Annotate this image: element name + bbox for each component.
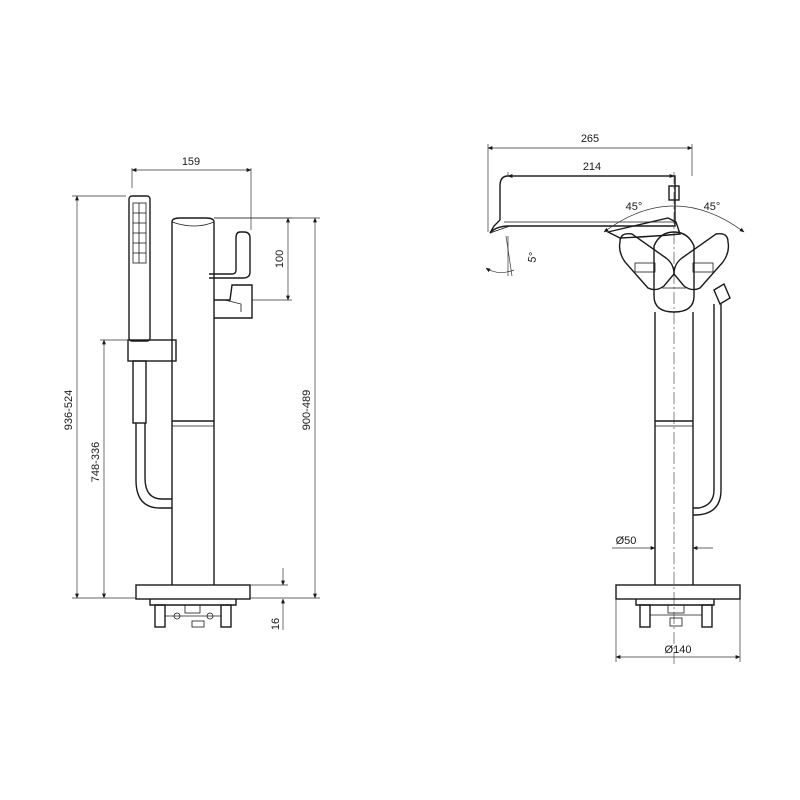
dim-pipe-diameter-label: Ø50	[616, 535, 637, 547]
base-plate	[135, 584, 251, 628]
dim-base-thickness-label: 16	[270, 618, 282, 630]
dim-angle-right-label: 45°	[704, 201, 721, 213]
front-base	[615, 584, 741, 628]
handle-assembly: 45° 45°	[603, 185, 745, 313]
dim-base-diameter-label: Ø140	[665, 644, 692, 656]
front-column	[654, 312, 694, 585]
dim-lever-height-label: 100	[274, 250, 286, 268]
front-hose	[693, 282, 731, 516]
dim-overall-height-label: 936-524	[63, 390, 75, 430]
dim-reach-spout-label: 214	[583, 161, 601, 173]
front-view: 45° 45° 5°	[485, 133, 745, 665]
side-dimensions: 159 100 936-524 748-336 900-489	[63, 156, 320, 630]
dim-angle-left-label: 45°	[626, 201, 643, 213]
front-dimensions: 265 214 Ø50 Ø140	[487, 133, 741, 662]
side-view: 159 100 936-524 748-336 900-489	[63, 156, 320, 630]
hand-shower	[127, 195, 177, 509]
dim-spout-tilt-label: 5°	[526, 251, 540, 263]
dim-reach-total-label: 265	[581, 133, 599, 145]
dim-width-label: 159	[182, 156, 200, 168]
dim-holder-height-label: 748-336	[90, 442, 102, 482]
spout	[489, 175, 676, 234]
dim-spout-height-label: 900-489	[301, 390, 313, 430]
spout-tilt: 5°	[485, 235, 540, 277]
faucet-body	[171, 217, 253, 585]
